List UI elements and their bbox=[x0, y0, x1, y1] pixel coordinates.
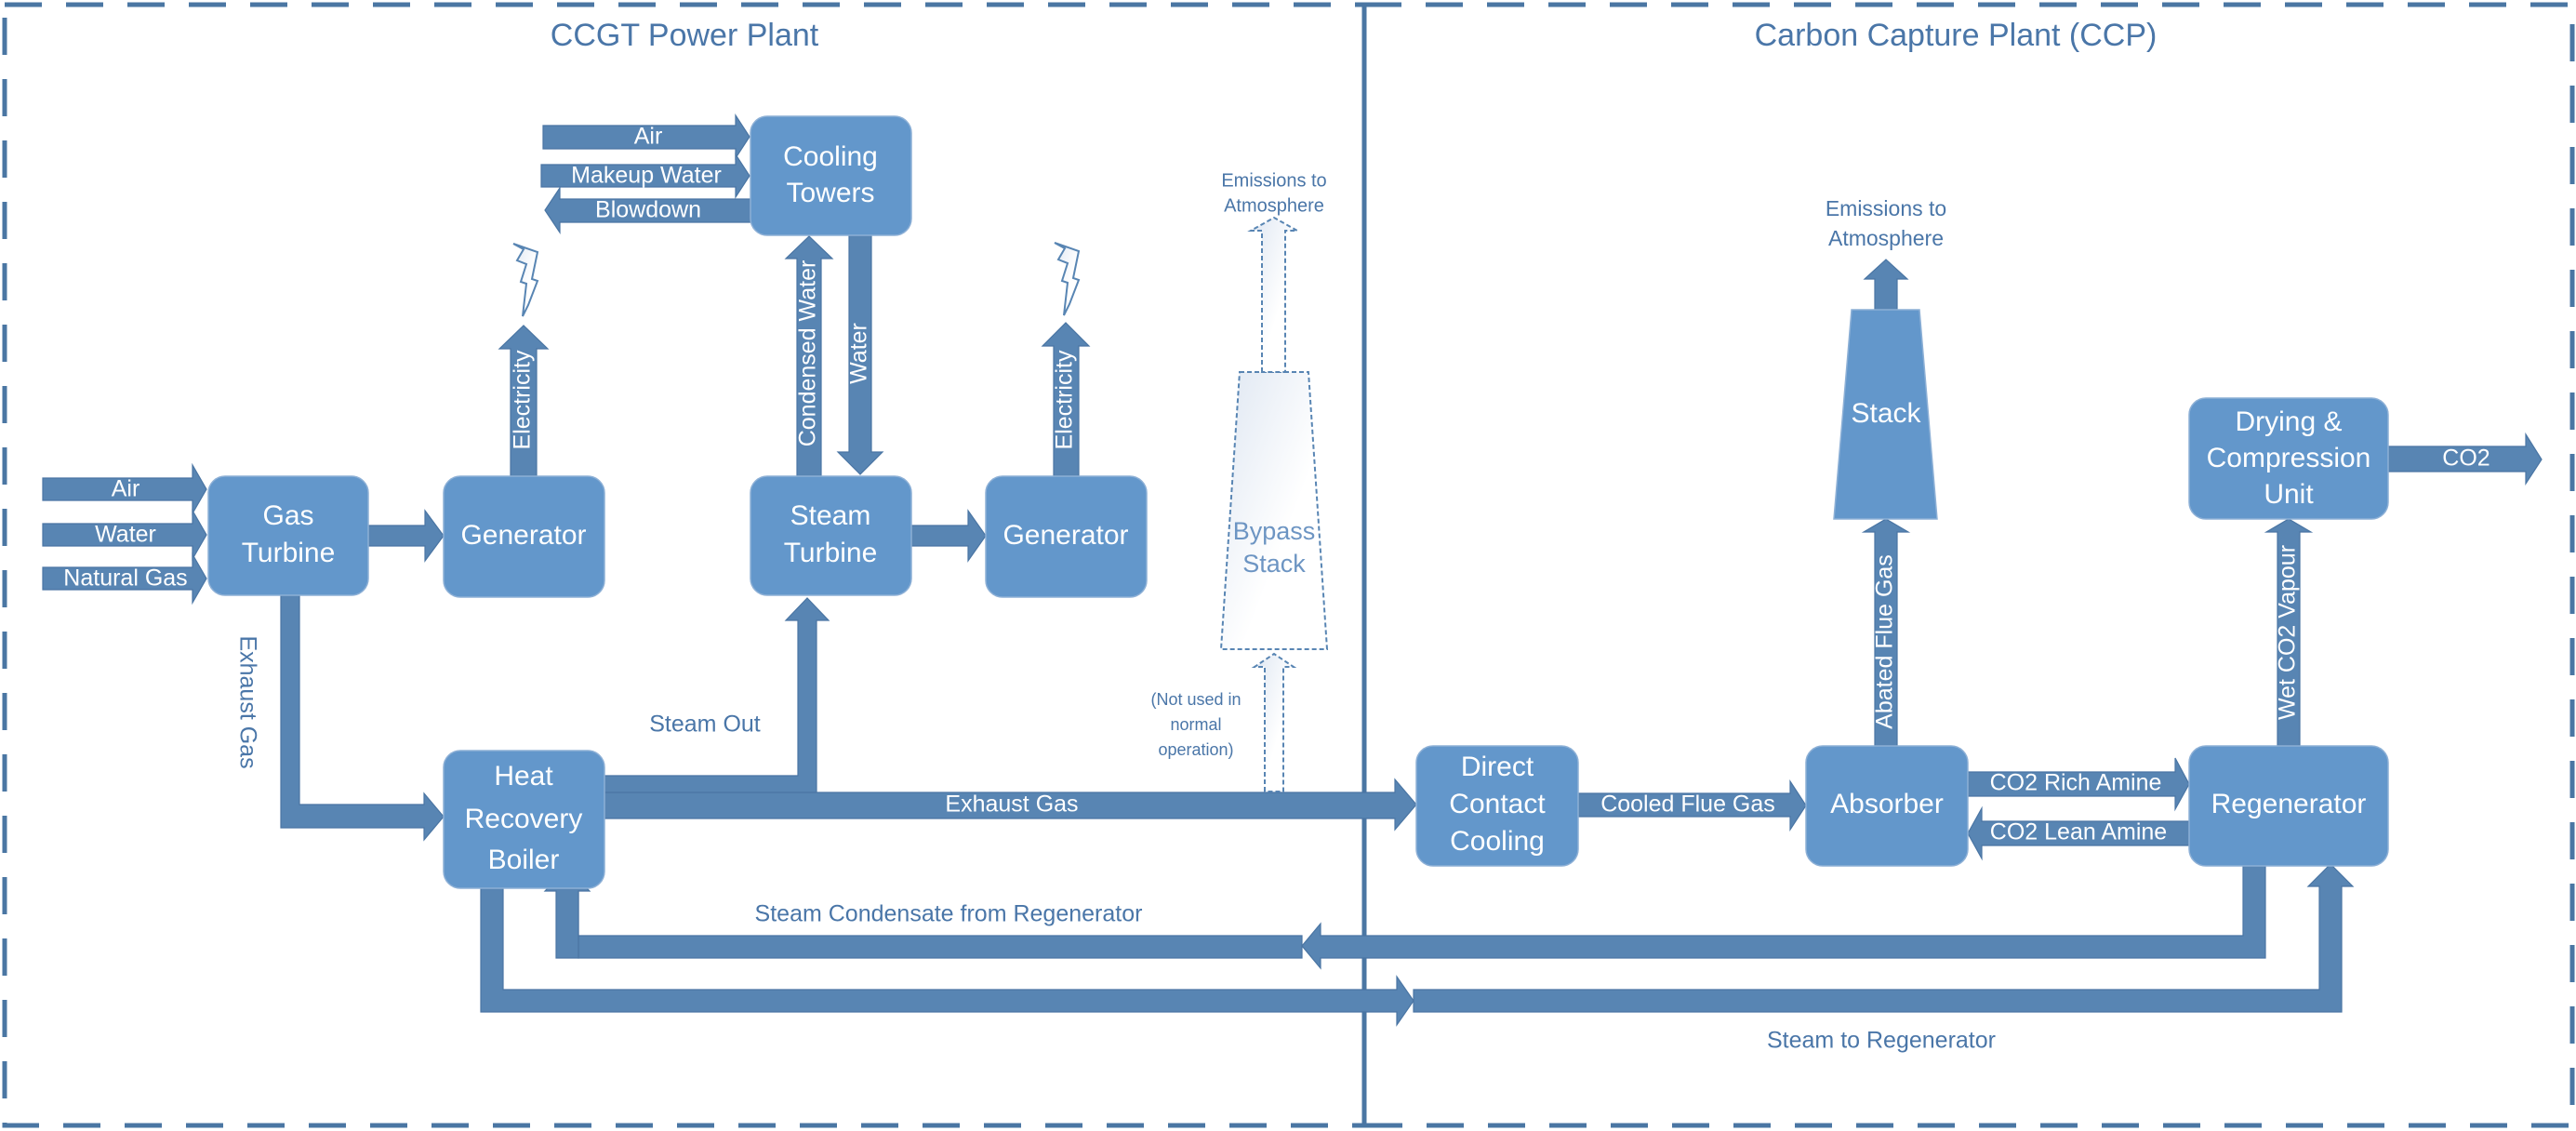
unit-heat-recovery-boiler: Heat Recovery Boiler bbox=[443, 750, 605, 889]
unit-cooling-towers: Cooling Towers bbox=[750, 115, 912, 236]
stream-gt-to-generator bbox=[367, 509, 445, 563]
unit-label: Boiler bbox=[488, 845, 560, 875]
unit-label: Cooling bbox=[783, 141, 878, 172]
unit-label: Recovery bbox=[465, 804, 583, 834]
stream-label: Steam Out bbox=[649, 712, 761, 738]
stream-co2-rich-amine: CO2 Rich Amine bbox=[1967, 757, 2190, 812]
stream-st-to-generator bbox=[910, 509, 987, 563]
bypass-stack bbox=[1219, 371, 1329, 650]
stream-gt-natural-gas: Natural Gas bbox=[42, 552, 207, 605]
unit-label: Heat bbox=[494, 761, 553, 792]
unit-label: Bypass bbox=[1233, 517, 1316, 545]
unit-generator-2: Generator bbox=[985, 475, 1148, 598]
stream-bypass-inlet bbox=[1251, 652, 1297, 792]
unit-drying-compression: Drying & Compression Unit bbox=[2188, 397, 2389, 520]
stream-label: Cooled Flue Gas bbox=[1600, 792, 1775, 818]
unit-label: Compression bbox=[2207, 443, 2371, 473]
stream-bypass-outlet bbox=[1247, 216, 1301, 373]
stream-label: Air bbox=[112, 476, 140, 502]
unit-generator-1: Generator bbox=[443, 475, 605, 598]
annotation: Emissions to bbox=[1221, 170, 1326, 191]
unit-label: Generator bbox=[460, 520, 586, 551]
stream-label: CO2 Lean Amine bbox=[1990, 819, 2167, 845]
unit-regenerator: Regenerator bbox=[2188, 745, 2389, 867]
unit-label: Stack bbox=[1851, 398, 1921, 429]
unit-label: Stack bbox=[1242, 550, 1306, 578]
annotation: Atmosphere bbox=[1224, 195, 1324, 216]
stream-water: Water bbox=[836, 234, 884, 475]
unit-absorber: Absorber bbox=[1805, 745, 1969, 867]
unit-label: Regenerator bbox=[2211, 789, 2367, 819]
unit-label: Absorber bbox=[1830, 789, 1944, 819]
unit-label: Direct bbox=[1461, 752, 1534, 782]
annotation: (Not used in bbox=[1150, 690, 1241, 709]
stream-label: Electricity bbox=[510, 350, 536, 449]
stream-label: Air bbox=[634, 124, 663, 150]
stream-label: Natural Gas bbox=[63, 566, 187, 592]
stream-label: Exhaust Gas bbox=[234, 635, 260, 768]
annotation: operation) bbox=[1158, 740, 1233, 759]
stream-label: Condensed Water bbox=[795, 260, 821, 447]
stream-steam-to-regenerator: Steam to Regenerator bbox=[480, 863, 2355, 1054]
unit-label: Towers bbox=[786, 178, 874, 208]
annotation: Atmosphere bbox=[1828, 226, 1944, 250]
stream-label: Blowdown bbox=[595, 197, 701, 223]
unit-label: Contact bbox=[1449, 789, 1546, 819]
unit-label: Cooling bbox=[1450, 826, 1545, 857]
stream-label: CO2 bbox=[2442, 446, 2490, 472]
stream-gt-exhaust-gas: Exhaust Gas bbox=[234, 594, 445, 842]
stream-ct-air: Air bbox=[542, 113, 750, 161]
stream-electricity-2: Electricity bbox=[1041, 322, 1091, 477]
stream-ct-blowdown: Blowdown bbox=[544, 186, 751, 234]
stream-ct-makeup-water: Makeup Water bbox=[540, 152, 750, 200]
unit-label: Turbine bbox=[242, 538, 336, 568]
unit-label: Gas bbox=[262, 500, 313, 531]
unit-stack: Stack bbox=[1833, 309, 1938, 520]
stream-label: Water bbox=[95, 522, 156, 548]
unit-label: Steam bbox=[790, 500, 871, 531]
stream-label: CO2 Rich Amine bbox=[1990, 770, 2162, 796]
stream-steam-out: Steam Out bbox=[604, 597, 830, 799]
stream-cooled-flue-gas: Cooled Flue Gas bbox=[1577, 778, 1807, 832]
stream-abated-flue-gas: Abated Flue Gas bbox=[1861, 518, 1911, 747]
stream-co2-product: CO2 bbox=[2387, 432, 2543, 486]
stream-condensed-water: Condensed Water bbox=[784, 235, 834, 477]
stream-wet-co2-vapour: Wet CO2 Vapour bbox=[2264, 518, 2314, 747]
stream-label: Electricity bbox=[1052, 350, 1078, 449]
ccgt-region-border bbox=[2, 2, 1367, 1128]
annotation: normal bbox=[1170, 715, 1221, 734]
ccp-region-title: Carbon Capture Plant (CCP) bbox=[1755, 18, 2158, 53]
stream-gt-water: Water bbox=[42, 508, 207, 562]
lightning-icon bbox=[512, 243, 539, 317]
stream-label: Wet CO2 Vapour bbox=[2275, 545, 2301, 720]
ccgt-region-title: CCGT Power Plant bbox=[551, 18, 819, 53]
unit-direct-contact-cooling: Direct Contact Cooling bbox=[1415, 745, 1579, 867]
stream-label: Makeup Water bbox=[571, 163, 722, 189]
stream-hrb-exhaust-gas: Exhaust Gas bbox=[604, 778, 1417, 832]
unit-steam-turbine: Steam Turbine bbox=[750, 475, 912, 596]
unit-gas-turbine: Gas Turbine bbox=[207, 475, 369, 596]
stream-label: Steam Condensate from Regenerator bbox=[755, 901, 1143, 927]
unit-label: Drying & bbox=[2235, 406, 2342, 437]
stream-label: Abated Flue Gas bbox=[1872, 554, 1898, 729]
stream-gt-air: Air bbox=[42, 462, 207, 516]
stream-stack-emission bbox=[1863, 259, 1909, 311]
stream-label: Steam to Regenerator bbox=[1767, 1028, 1996, 1054]
unit-label: Generator bbox=[1003, 520, 1128, 551]
annotation: Emissions to bbox=[1826, 196, 1946, 220]
lightning-icon bbox=[1054, 242, 1081, 316]
stream-co2-lean-amine: CO2 Lean Amine bbox=[1967, 805, 2190, 861]
stream-label: Water bbox=[846, 323, 872, 384]
stream-electricity-1: Electricity bbox=[498, 325, 550, 477]
unit-label: Turbine bbox=[784, 538, 878, 568]
stream-label: Exhaust Gas bbox=[945, 792, 1078, 818]
unit-label: Unit bbox=[2264, 479, 2314, 510]
stream-steam-condensate: Steam Condensate from Regenerator bbox=[543, 865, 2266, 970]
bypass-stack-group: Bypass Stack Emissions to Atmosphere (No… bbox=[1150, 170, 1329, 792]
